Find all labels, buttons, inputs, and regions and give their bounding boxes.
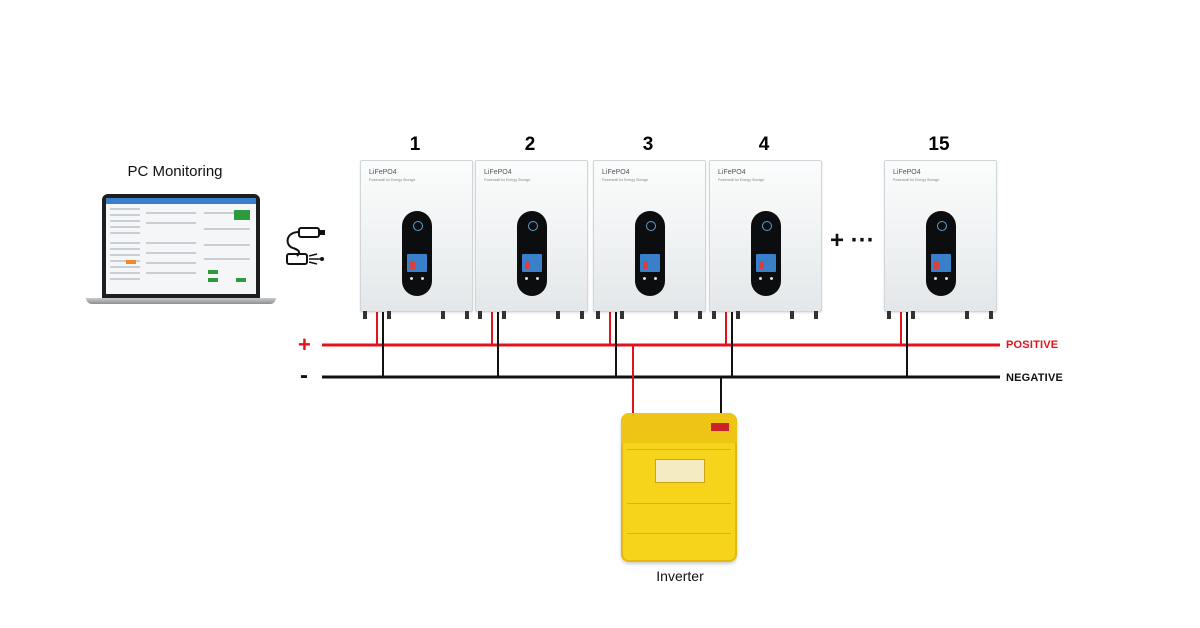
monitoring-screen [106,198,256,294]
power-button-icon [770,277,773,280]
power-button-icon [945,277,948,280]
battery-drops [376,311,908,377]
battery-screen [756,254,776,272]
battery-control-panel [402,211,432,296]
negative-sign: - [300,362,308,389]
power-button-icon [759,277,762,280]
battery-screen [407,254,427,272]
battery-screen [931,254,951,272]
positive-label: POSITIVE [1006,339,1059,351]
battery-subtitle: Powerwall for Energy Storage [369,178,416,182]
brand-logo-icon [937,221,947,231]
battery-control-panel [635,211,665,296]
power-button-icon [934,277,937,280]
inverter-display [655,459,705,483]
battery-number: 15 [928,134,950,155]
inverter-label: Inverter [656,568,704,584]
brand-logo-icon [646,221,656,231]
battery-subtitle: Powerwall for Energy Storage [484,178,531,182]
power-button-icon [643,277,646,280]
power-button-icon [654,277,657,280]
battery-title: LiFePO4 [602,169,630,176]
positive-sign: + [298,332,311,357]
negative-label: NEGATIVE [1006,372,1064,384]
battery-title: LiFePO4 [369,169,397,176]
power-button-icon [536,277,539,280]
battery-title: LiFePO4 [893,169,921,176]
inverter-icon [621,413,737,562]
more-batteries-indicator: + ··· [830,227,875,254]
battery-number: 4 [758,134,770,155]
power-button-icon [421,277,424,280]
battery-number: 1 [409,134,421,155]
battery-control-panel [517,211,547,296]
battery-title: LiFePO4 [718,169,746,176]
brand-logo-icon [528,221,538,231]
battery-screen [522,254,542,272]
brand-logo-icon [413,221,423,231]
battery-control-panel [751,211,781,296]
battery-subtitle: Powerwall for Energy Storage [893,178,940,182]
inverter-logo [711,423,729,431]
power-button-icon [410,277,413,280]
battery-control-panel [926,211,956,296]
brand-logo-icon [762,221,772,231]
pc-monitoring-label: PC Monitoring [127,163,223,180]
battery-subtitle: Powerwall for Energy Storage [718,178,765,182]
laptop-icon [86,194,276,306]
power-button-icon [525,277,528,280]
battery-subtitle: Powerwall for Energy Storage [602,178,649,182]
battery-screen [640,254,660,272]
battery-number: 2 [524,134,536,155]
battery-number: 3 [642,134,654,155]
usb-cable-icon [286,227,325,265]
battery-title: LiFePO4 [484,169,512,176]
